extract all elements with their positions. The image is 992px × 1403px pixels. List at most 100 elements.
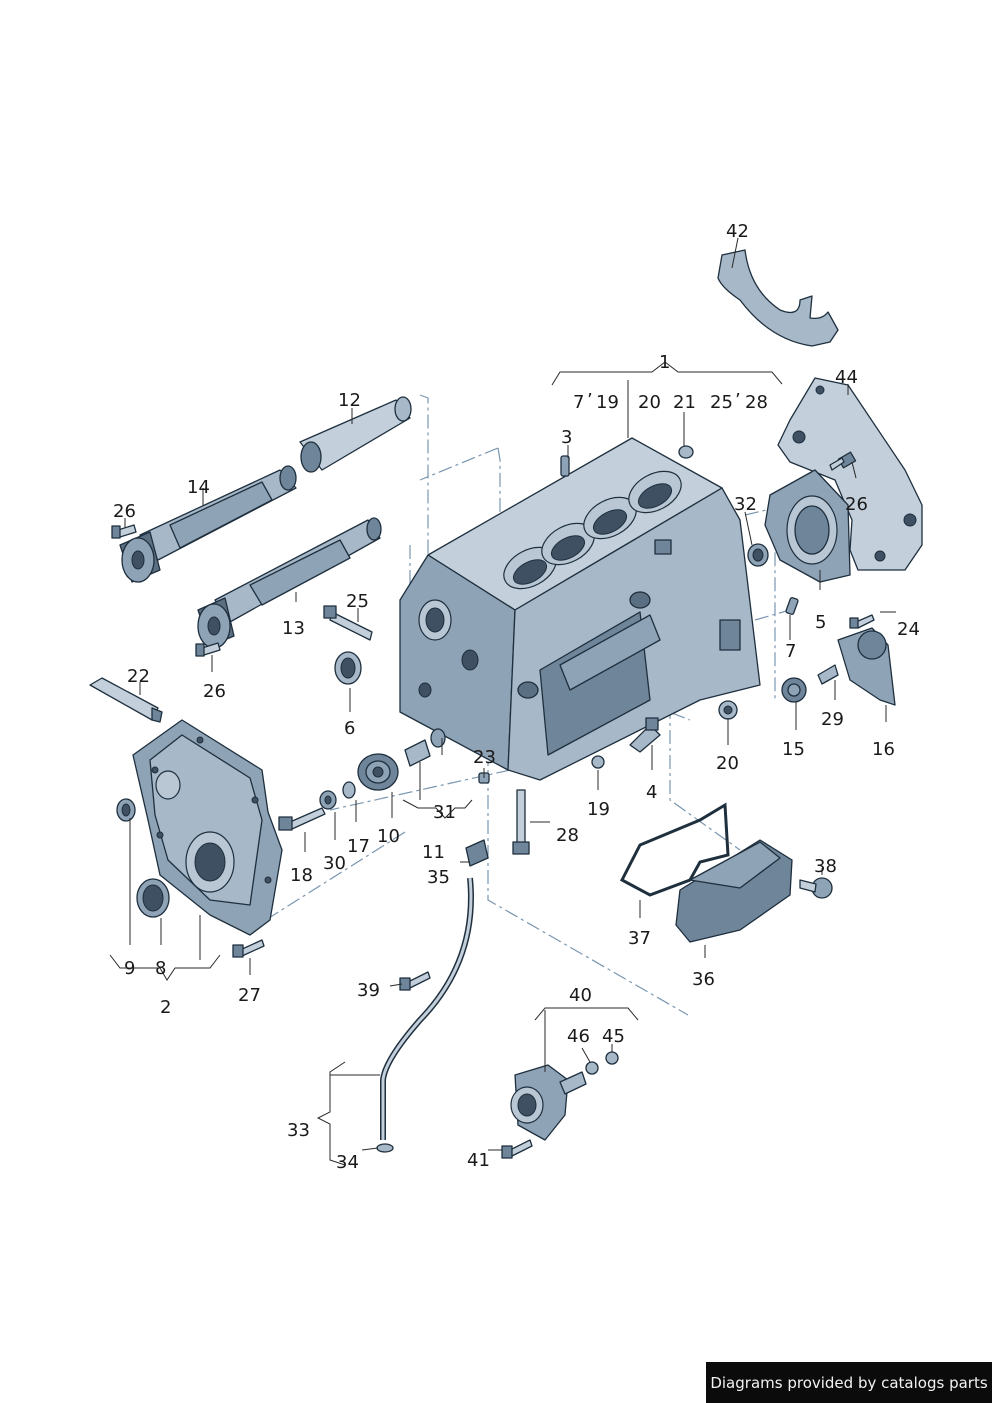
part-12-sleeve [299, 396, 412, 473]
callout-labels: 1 7 ’ 19 20 21 25 ’ 28 42 44 3 12 14 26 … [113, 221, 920, 1173]
part-19-ring [591, 755, 605, 769]
callout-37: 37 [628, 928, 651, 949]
callout-18: 18 [290, 865, 313, 886]
callout-40: 40 [569, 985, 592, 1006]
part-15-pulley [781, 677, 807, 703]
callout-24: 24 [897, 619, 920, 640]
callout-2: 2 [160, 997, 171, 1018]
part-26-screw-left-a [111, 524, 137, 539]
callout-35: 35 [427, 867, 450, 888]
part-6-ring [334, 651, 362, 685]
part-29-nut [817, 664, 839, 685]
part-42-heat-shield [717, 249, 839, 347]
part-16-housing [837, 627, 896, 706]
part-7-pin [785, 597, 799, 615]
callout-32: 32 [734, 494, 757, 515]
part-9-seal [116, 798, 136, 822]
callout-29: 29 [821, 709, 844, 730]
part-17-ring [342, 781, 356, 799]
callout-25: 25 [346, 591, 369, 612]
part-33-dipstick-tube [380, 877, 474, 1140]
callout-23: 23 [473, 747, 496, 768]
part-11-dipstick-handle [465, 839, 489, 867]
part-10-gear [357, 753, 399, 791]
part-21-plug [678, 445, 694, 459]
callout-17: 17 [347, 836, 370, 857]
callout-7-group: 7 [573, 392, 584, 413]
callout-14: 14 [187, 477, 210, 498]
callout-30: 30 [323, 853, 346, 874]
callout-20-group: 20 [638, 392, 661, 413]
callout-36: 36 [692, 969, 715, 990]
part-18-bolt [278, 807, 326, 831]
part-28-bolt [512, 789, 530, 855]
part-5-seal-flange [764, 469, 851, 583]
part-31-tensioner [404, 728, 446, 767]
callout-12: 12 [338, 390, 361, 411]
callout-6: 6 [344, 718, 355, 739]
callout-20: 20 [716, 753, 739, 774]
callout-19: 19 [587, 799, 610, 820]
part-24-screw [849, 614, 875, 629]
part-38-drain-plug [799, 877, 833, 899]
callout-44: 44 [835, 367, 858, 388]
part-3-dowel [560, 455, 570, 477]
part-8-seal [136, 878, 170, 918]
part-1-cylinder-block [399, 437, 761, 781]
callout-31: 31 [433, 802, 456, 823]
callout-16: 16 [872, 739, 895, 760]
part-4-sensor [629, 717, 661, 753]
callout-8: 8 [155, 958, 166, 979]
part-32-seal-ring [747, 543, 769, 567]
callout-19-group: 19 [596, 392, 619, 413]
part-45-ring [605, 1051, 619, 1065]
part-22-sealant-tube [89, 677, 163, 723]
part-44-intermediate-plate [777, 377, 923, 571]
callout-separator-1: ’ [587, 390, 593, 411]
callout-13: 13 [282, 618, 305, 639]
callout-34: 34 [336, 1152, 359, 1173]
callout-26-b: 26 [845, 494, 868, 515]
callout-4: 4 [646, 782, 657, 803]
callout-26-c: 26 [203, 681, 226, 702]
callout-33: 33 [287, 1120, 310, 1141]
callout-41: 41 [467, 1150, 490, 1171]
part-41-bolt [501, 1139, 533, 1159]
part-39-bolt [399, 971, 431, 991]
part-26-screw-rear [829, 451, 857, 471]
callout-46: 46 [567, 1026, 590, 1047]
callout-28-group: 28 [745, 392, 768, 413]
part-26-screw-left-b [195, 642, 221, 657]
part-20-plug [718, 700, 738, 720]
callout-28: 28 [556, 825, 579, 846]
part-30-washer [319, 790, 337, 810]
part-13-balance-shaft [197, 517, 382, 649]
part-34-ring [376, 1143, 394, 1153]
part-25-bolt [323, 605, 373, 641]
part-46-ring [585, 1061, 599, 1075]
callout-10: 10 [377, 826, 400, 847]
callout-9: 9 [124, 958, 135, 979]
callout-separator-2: ’ [735, 390, 741, 411]
callout-22: 22 [127, 666, 150, 687]
callout-26-a: 26 [113, 501, 136, 522]
credit-banner: Diagrams provided by catalogs parts [706, 1362, 992, 1403]
part-14-balance-shaft [119, 465, 297, 583]
callout-25-group: 25 [710, 392, 733, 413]
callout-38: 38 [814, 856, 837, 877]
callout-3: 3 [561, 427, 572, 448]
part-27-bolt [232, 939, 265, 958]
callout-21: 21 [673, 392, 696, 413]
part-37-gasket [619, 802, 730, 897]
callout-7: 7 [785, 641, 796, 662]
part-36-oil-sump [675, 839, 793, 943]
leader-lines [109, 237, 896, 1166]
part-40-pump [510, 1064, 587, 1141]
callout-42: 42 [726, 221, 749, 242]
callout-1: 1 [659, 352, 670, 373]
callout-5: 5 [815, 612, 826, 633]
callout-11: 11 [422, 842, 445, 863]
callout-45: 45 [602, 1026, 625, 1047]
callout-15: 15 [782, 739, 805, 760]
